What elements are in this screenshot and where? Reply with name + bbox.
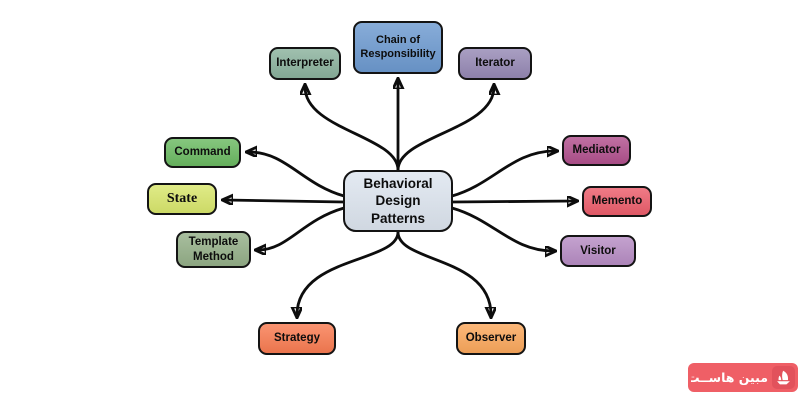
node-chain-of-responsibility: Chain of Responsibility [353, 21, 443, 74]
node-strategy: Strategy [258, 322, 336, 355]
node-behavioral-design-patterns: Behavioral Design Patterns [343, 170, 453, 232]
mabin-host-logo-icon [772, 366, 795, 389]
edge-center-to-observer [396, 231, 491, 315]
edge-center-to-state [225, 200, 345, 202]
node-observer: Observer [456, 322, 526, 355]
edge-center-to-mediator [451, 151, 555, 198]
node-mediator: Mediator [562, 135, 631, 166]
node-state: State [147, 183, 217, 215]
node-interpreter: Interpreter [269, 47, 341, 80]
edge-center-to-template [258, 206, 345, 250]
node-command: Command [164, 137, 241, 168]
node-template-method: Template Method [176, 231, 251, 268]
node-iterator: Iterator [458, 47, 532, 80]
watermark-badge: مبین هاســت [688, 363, 798, 392]
node-memento: Memento [582, 186, 652, 217]
edge-center-to-memento [451, 201, 575, 202]
node-visitor: Visitor [560, 235, 636, 267]
watermark-label: مبین هاســت [691, 370, 768, 385]
edge-center-to-iterator [396, 87, 494, 171]
edge-center-to-interpreter [305, 87, 400, 171]
edge-center-to-command [249, 152, 345, 198]
edge-center-to-visitor [451, 206, 553, 251]
edge-center-to-strategy [297, 231, 400, 315]
